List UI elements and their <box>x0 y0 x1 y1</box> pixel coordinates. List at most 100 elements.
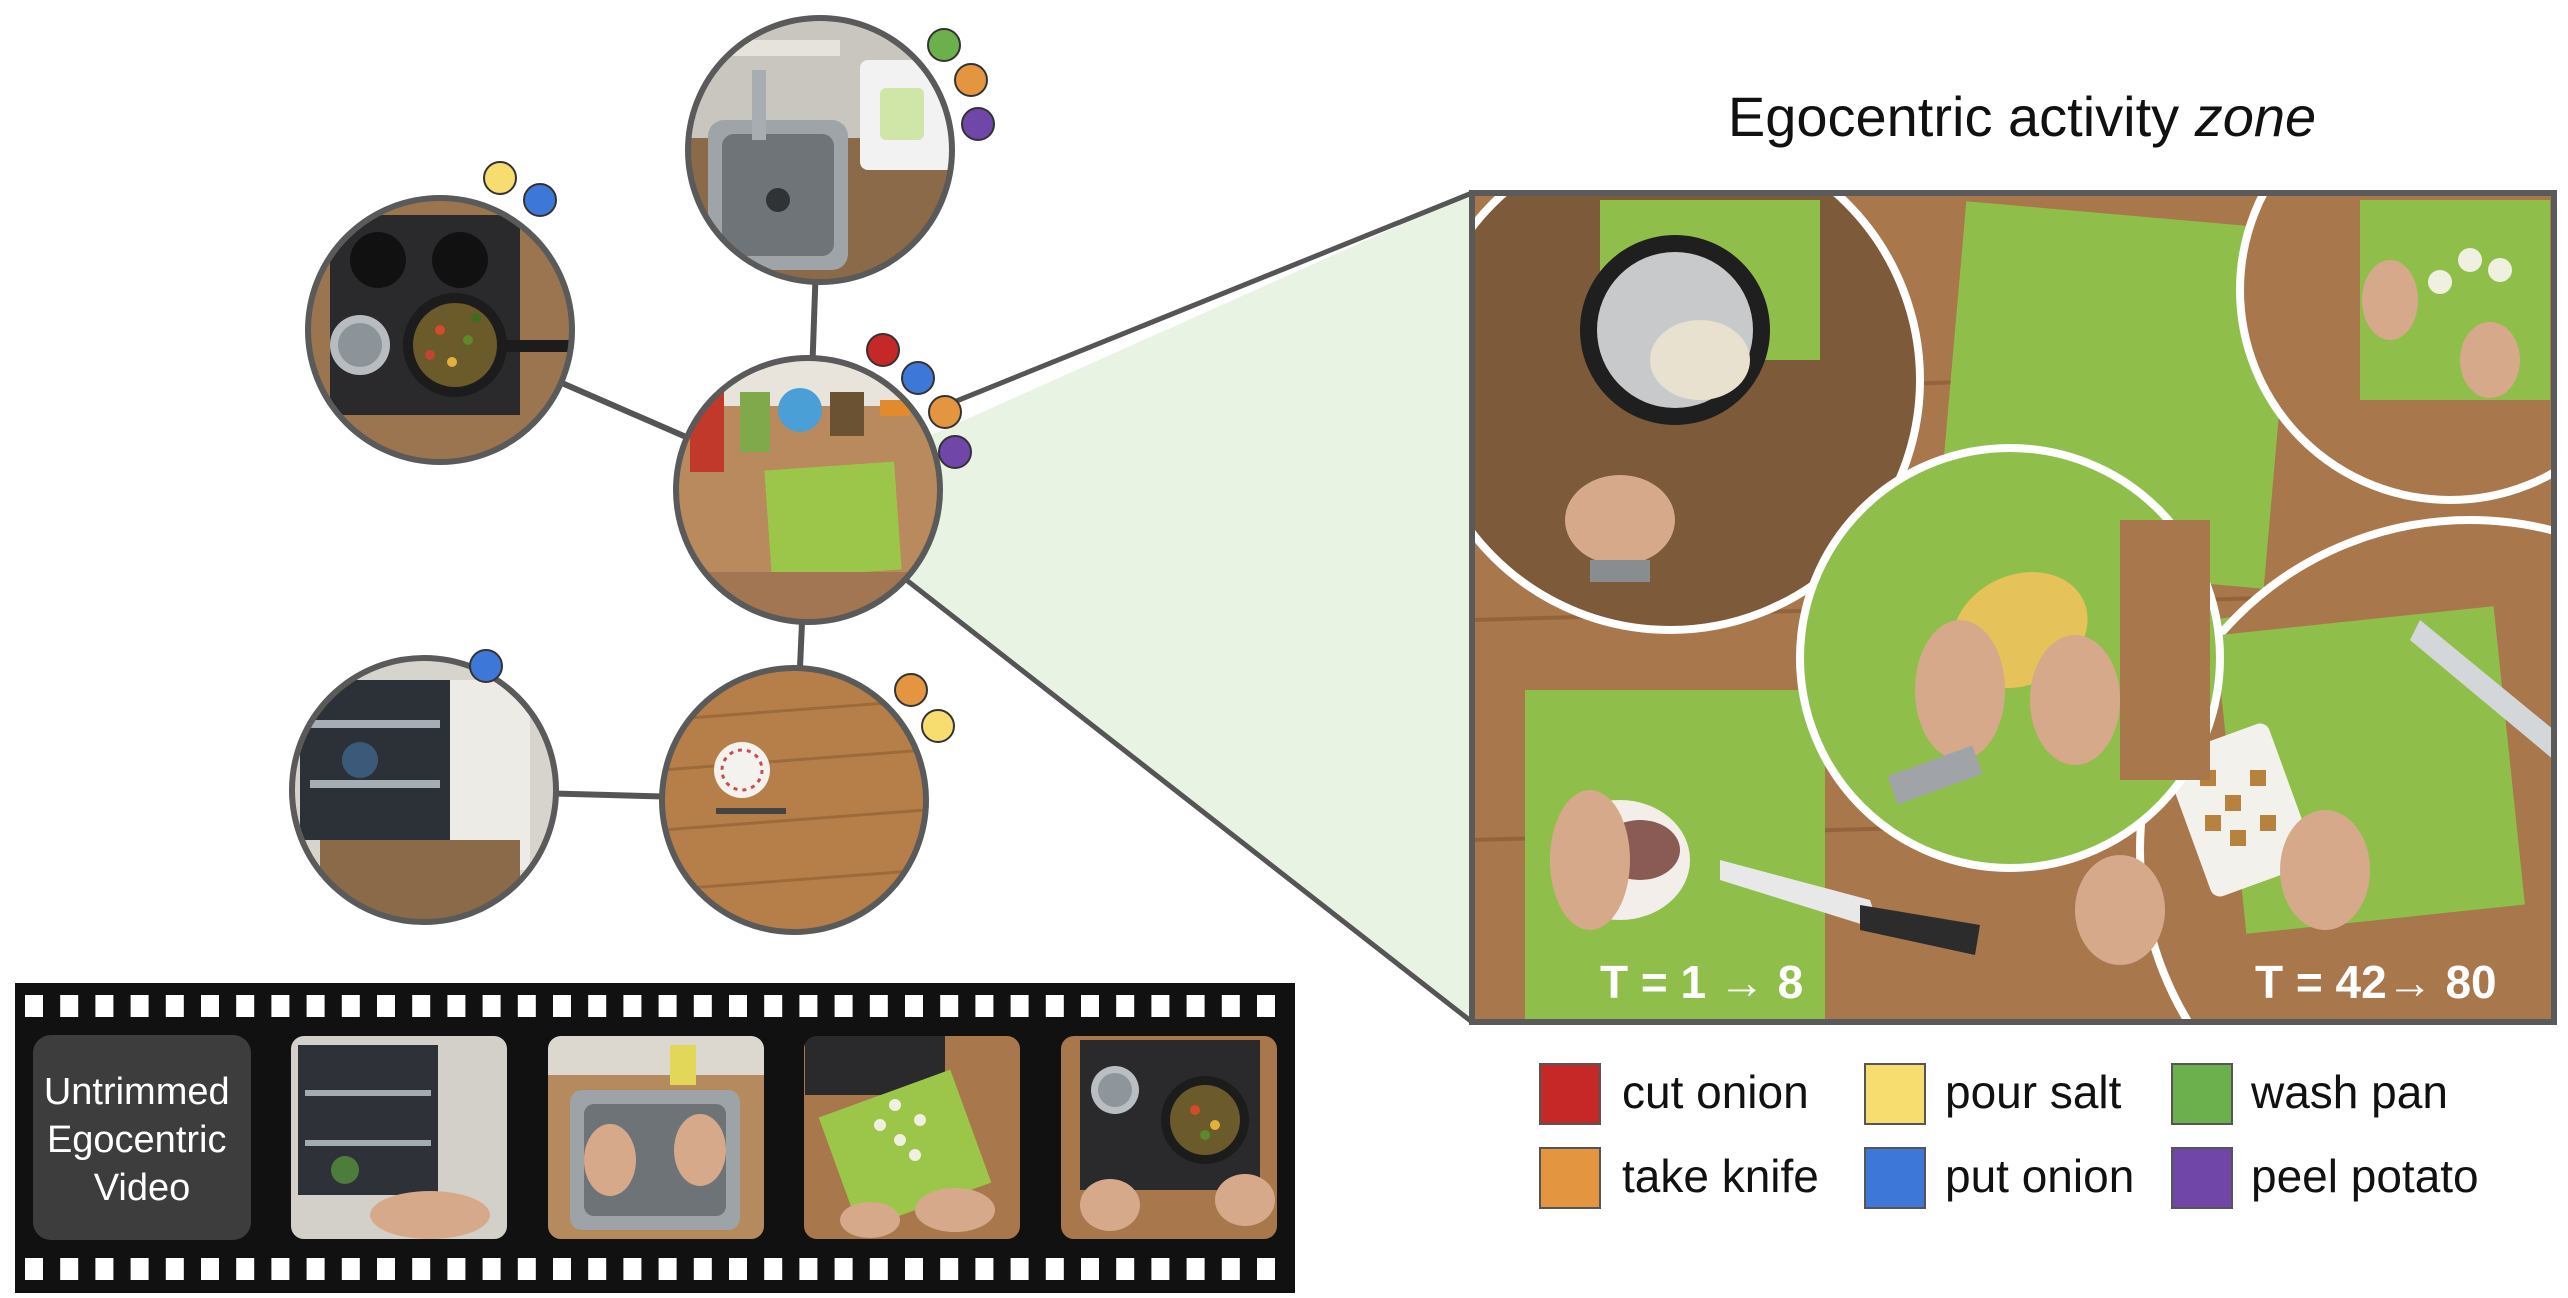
film-frame-fridge[interactable] <box>290 1035 508 1240</box>
film-label-box <box>33 1035 251 1240</box>
sprocket-hole <box>658 995 677 1017</box>
sprocket-hole <box>25 995 43 1017</box>
zoom-cone-edge-bottom <box>898 573 1474 1024</box>
sprocket-hole <box>553 995 571 1017</box>
counter-dot-peel-potato <box>938 435 972 469</box>
sprocket-hole <box>60 995 79 1017</box>
legend-item-pour-salt: pour salt <box>1864 1063 2122 1125</box>
zone-action-dots <box>469 28 995 743</box>
sprocket-hole <box>1045 1258 1064 1280</box>
sprocket-hole <box>1116 995 1135 1017</box>
sprocket-hole <box>1186 1258 1205 1280</box>
sprocket-hole <box>975 1258 994 1280</box>
film-sprocket-holes <box>25 995 1275 1280</box>
sprocket-hole <box>482 1258 501 1280</box>
sprocket-hole <box>517 1258 536 1280</box>
sprocket-hole <box>1257 995 1275 1017</box>
counter-dot-put-onion <box>901 361 935 395</box>
sprocket-hole <box>1010 995 1029 1017</box>
zone-node-counter[interactable] <box>673 355 943 625</box>
stove-dot-put-onion <box>523 183 557 217</box>
sprocket-hole <box>764 995 783 1017</box>
sprocket-hole <box>729 1258 747 1280</box>
sprocket-hole <box>1116 1258 1135 1280</box>
sprocket-hole <box>940 1258 959 1280</box>
sprocket-hole <box>165 995 184 1017</box>
zoom-cone <box>900 193 1472 1022</box>
zone-node-sink[interactable] <box>685 15 960 285</box>
sprocket-hole <box>95 995 114 1017</box>
sprocket-hole <box>799 1258 818 1280</box>
film-frame-cutting[interactable] <box>803 1035 1021 1240</box>
sprocket-hole <box>1010 1258 1029 1280</box>
sprocket-hole <box>130 1258 149 1280</box>
zone-node-table[interactable] <box>659 665 929 935</box>
table-dot-pour-salt <box>921 709 955 743</box>
film-strip: Untrimmed Egocentric Video <box>15 983 1295 1293</box>
film-label: Untrimmed Egocentric Video <box>44 1071 240 1209</box>
svg-text:cut onion: cut onion <box>1622 1066 1809 1118</box>
sprocket-hole <box>447 1258 466 1280</box>
sprocket-hole <box>1257 1258 1275 1280</box>
film-label-line-3: Video <box>94 1167 191 1209</box>
sprocket-hole <box>60 1258 79 1280</box>
zone-detail-panel: T = 1 → 8 T = 42→ 80 <box>1469 190 2557 1025</box>
sprocket-hole <box>341 1258 360 1280</box>
action-legend: cut onion pour salt wash pan take knife … <box>1539 1063 2479 1209</box>
sprocket-hole <box>553 1258 571 1280</box>
legend-item-wash-pan: wash pan <box>2171 1063 2448 1125</box>
sprocket-hole <box>201 995 219 1017</box>
sprocket-hole <box>588 995 607 1017</box>
sprocket-hole <box>1081 1258 1099 1280</box>
sprocket-hole <box>834 1258 853 1280</box>
legend-item-put-onion: put onion <box>1864 1147 2134 1209</box>
sprocket-hole <box>306 995 325 1017</box>
sprocket-hole <box>1151 1258 1170 1280</box>
zone-node-stove[interactable] <box>305 195 580 465</box>
legend-item-take-knife: take knife <box>1539 1147 1819 1209</box>
legend-item-peel-potato: peel potato <box>2171 1147 2479 1209</box>
counter-dot-cut-onion <box>866 333 900 367</box>
sprocket-hole <box>940 995 959 1017</box>
sprocket-hole <box>306 1258 325 1280</box>
zone-node-fridge[interactable] <box>289 655 559 925</box>
stove-dot-pour-salt <box>483 161 517 195</box>
sink-dot-take-knife <box>954 63 988 97</box>
sprocket-hole <box>377 995 395 1017</box>
svg-text:put onion: put onion <box>1945 1150 2134 1202</box>
sprocket-hole <box>764 1258 783 1280</box>
sprocket-hole <box>623 1258 642 1280</box>
sprocket-hole <box>377 1258 395 1280</box>
sprocket-hole <box>799 995 818 1017</box>
sprocket-hole <box>729 995 747 1017</box>
sprocket-hole <box>1045 995 1064 1017</box>
legend-item-cut-onion: cut onion <box>1539 1063 1809 1125</box>
sprocket-hole <box>1221 1258 1240 1280</box>
sprocket-hole <box>482 995 501 1017</box>
sprocket-hole <box>834 995 853 1017</box>
sprocket-hole <box>623 995 642 1017</box>
sprocket-hole <box>1186 995 1205 1017</box>
sprocket-hole <box>165 1258 184 1280</box>
sprocket-hole <box>201 1258 219 1280</box>
svg-text:wash pan: wash pan <box>2250 1066 2448 1118</box>
svg-text:pour salt: pour salt <box>1945 1066 2122 1118</box>
sprocket-hole <box>271 995 290 1017</box>
sprocket-hole <box>25 1258 43 1280</box>
sprocket-hole <box>1081 995 1099 1017</box>
sprocket-hole <box>869 995 888 1017</box>
sprocket-hole <box>869 1258 888 1280</box>
time-range-left: T = 1 → 8 <box>1600 956 1803 1008</box>
film-frame-stove[interactable] <box>1060 1035 1278 1240</box>
sprocket-hole <box>130 995 149 1017</box>
sprocket-hole <box>693 1258 712 1280</box>
sprocket-hole <box>271 1258 290 1280</box>
sprocket-hole <box>658 1258 677 1280</box>
film-frame-sink[interactable] <box>547 1035 765 1240</box>
sprocket-hole <box>905 995 923 1017</box>
sprocket-hole <box>975 995 994 1017</box>
zone-panel-title: Egocentric activity zone <box>1728 85 2316 148</box>
film-label-line-2: Egocentric <box>47 1119 227 1161</box>
sprocket-hole <box>1221 995 1240 1017</box>
